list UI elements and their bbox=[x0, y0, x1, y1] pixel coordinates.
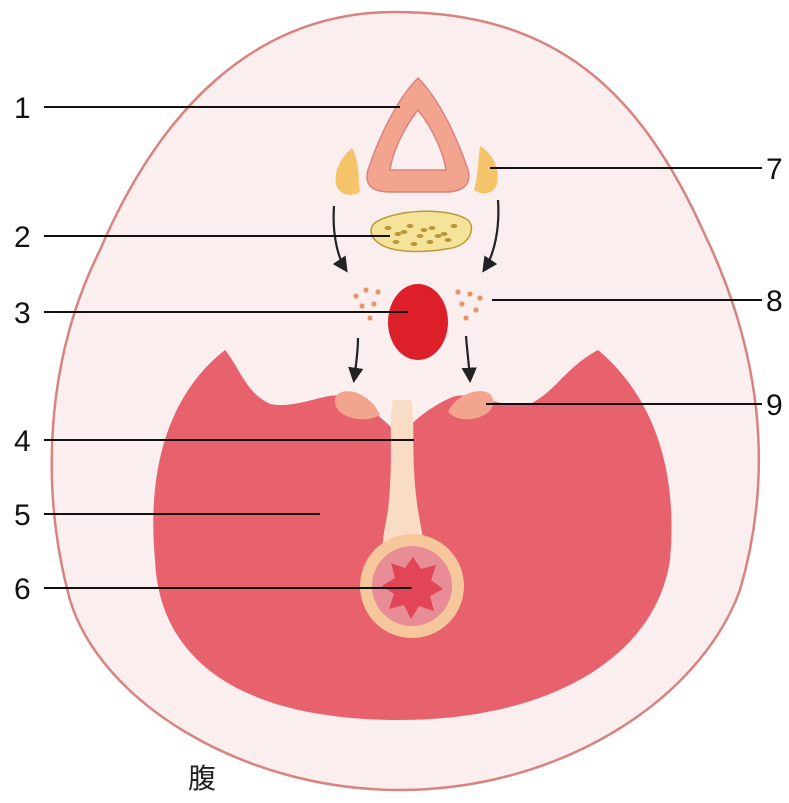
migrating-cell-dot bbox=[477, 295, 482, 300]
migrating-cell-dot bbox=[363, 287, 368, 292]
migrating-cell-dot bbox=[473, 307, 478, 312]
organ-texture-mark bbox=[385, 226, 392, 230]
organ-texture-mark bbox=[427, 240, 434, 244]
migrating-cell-dot bbox=[467, 291, 472, 296]
migrating-cell-dot bbox=[455, 289, 460, 294]
migrating-cell-dot bbox=[375, 289, 380, 294]
label-8: 8 bbox=[766, 285, 783, 318]
organ-texture-mark bbox=[395, 232, 402, 236]
ventral-caption: 腹 bbox=[188, 762, 216, 795]
label-4: 4 bbox=[14, 425, 31, 458]
label-2: 2 bbox=[14, 221, 31, 254]
migrating-cell-dot bbox=[463, 315, 468, 320]
aorta bbox=[388, 284, 448, 360]
migrating-cell-dot bbox=[367, 315, 372, 320]
organ-texture-mark bbox=[445, 238, 452, 242]
migrating-cell-dot bbox=[371, 301, 376, 306]
label-3: 3 bbox=[14, 297, 31, 330]
migrating-cell-dot bbox=[359, 303, 364, 308]
organ-texture-mark bbox=[401, 230, 408, 234]
organ-texture-mark bbox=[435, 234, 442, 238]
organ-texture-mark bbox=[417, 234, 424, 238]
organ-texture-mark bbox=[393, 240, 400, 244]
migrating-cell-dot bbox=[353, 293, 358, 298]
label-7: 7 bbox=[766, 153, 783, 186]
label-1: 1 bbox=[14, 92, 31, 125]
yellow-organ bbox=[371, 211, 471, 251]
organ-texture-mark bbox=[451, 224, 458, 228]
organ-texture-mark bbox=[429, 226, 436, 230]
organ-texture-mark bbox=[421, 228, 428, 232]
organ-texture-mark bbox=[441, 232, 448, 236]
organ-texture-mark bbox=[411, 242, 418, 246]
migrating-cell-dot bbox=[459, 301, 464, 306]
label-9: 9 bbox=[766, 389, 783, 422]
label-6: 6 bbox=[14, 573, 31, 606]
label-5: 5 bbox=[14, 499, 31, 532]
organ-texture-mark bbox=[407, 224, 414, 228]
